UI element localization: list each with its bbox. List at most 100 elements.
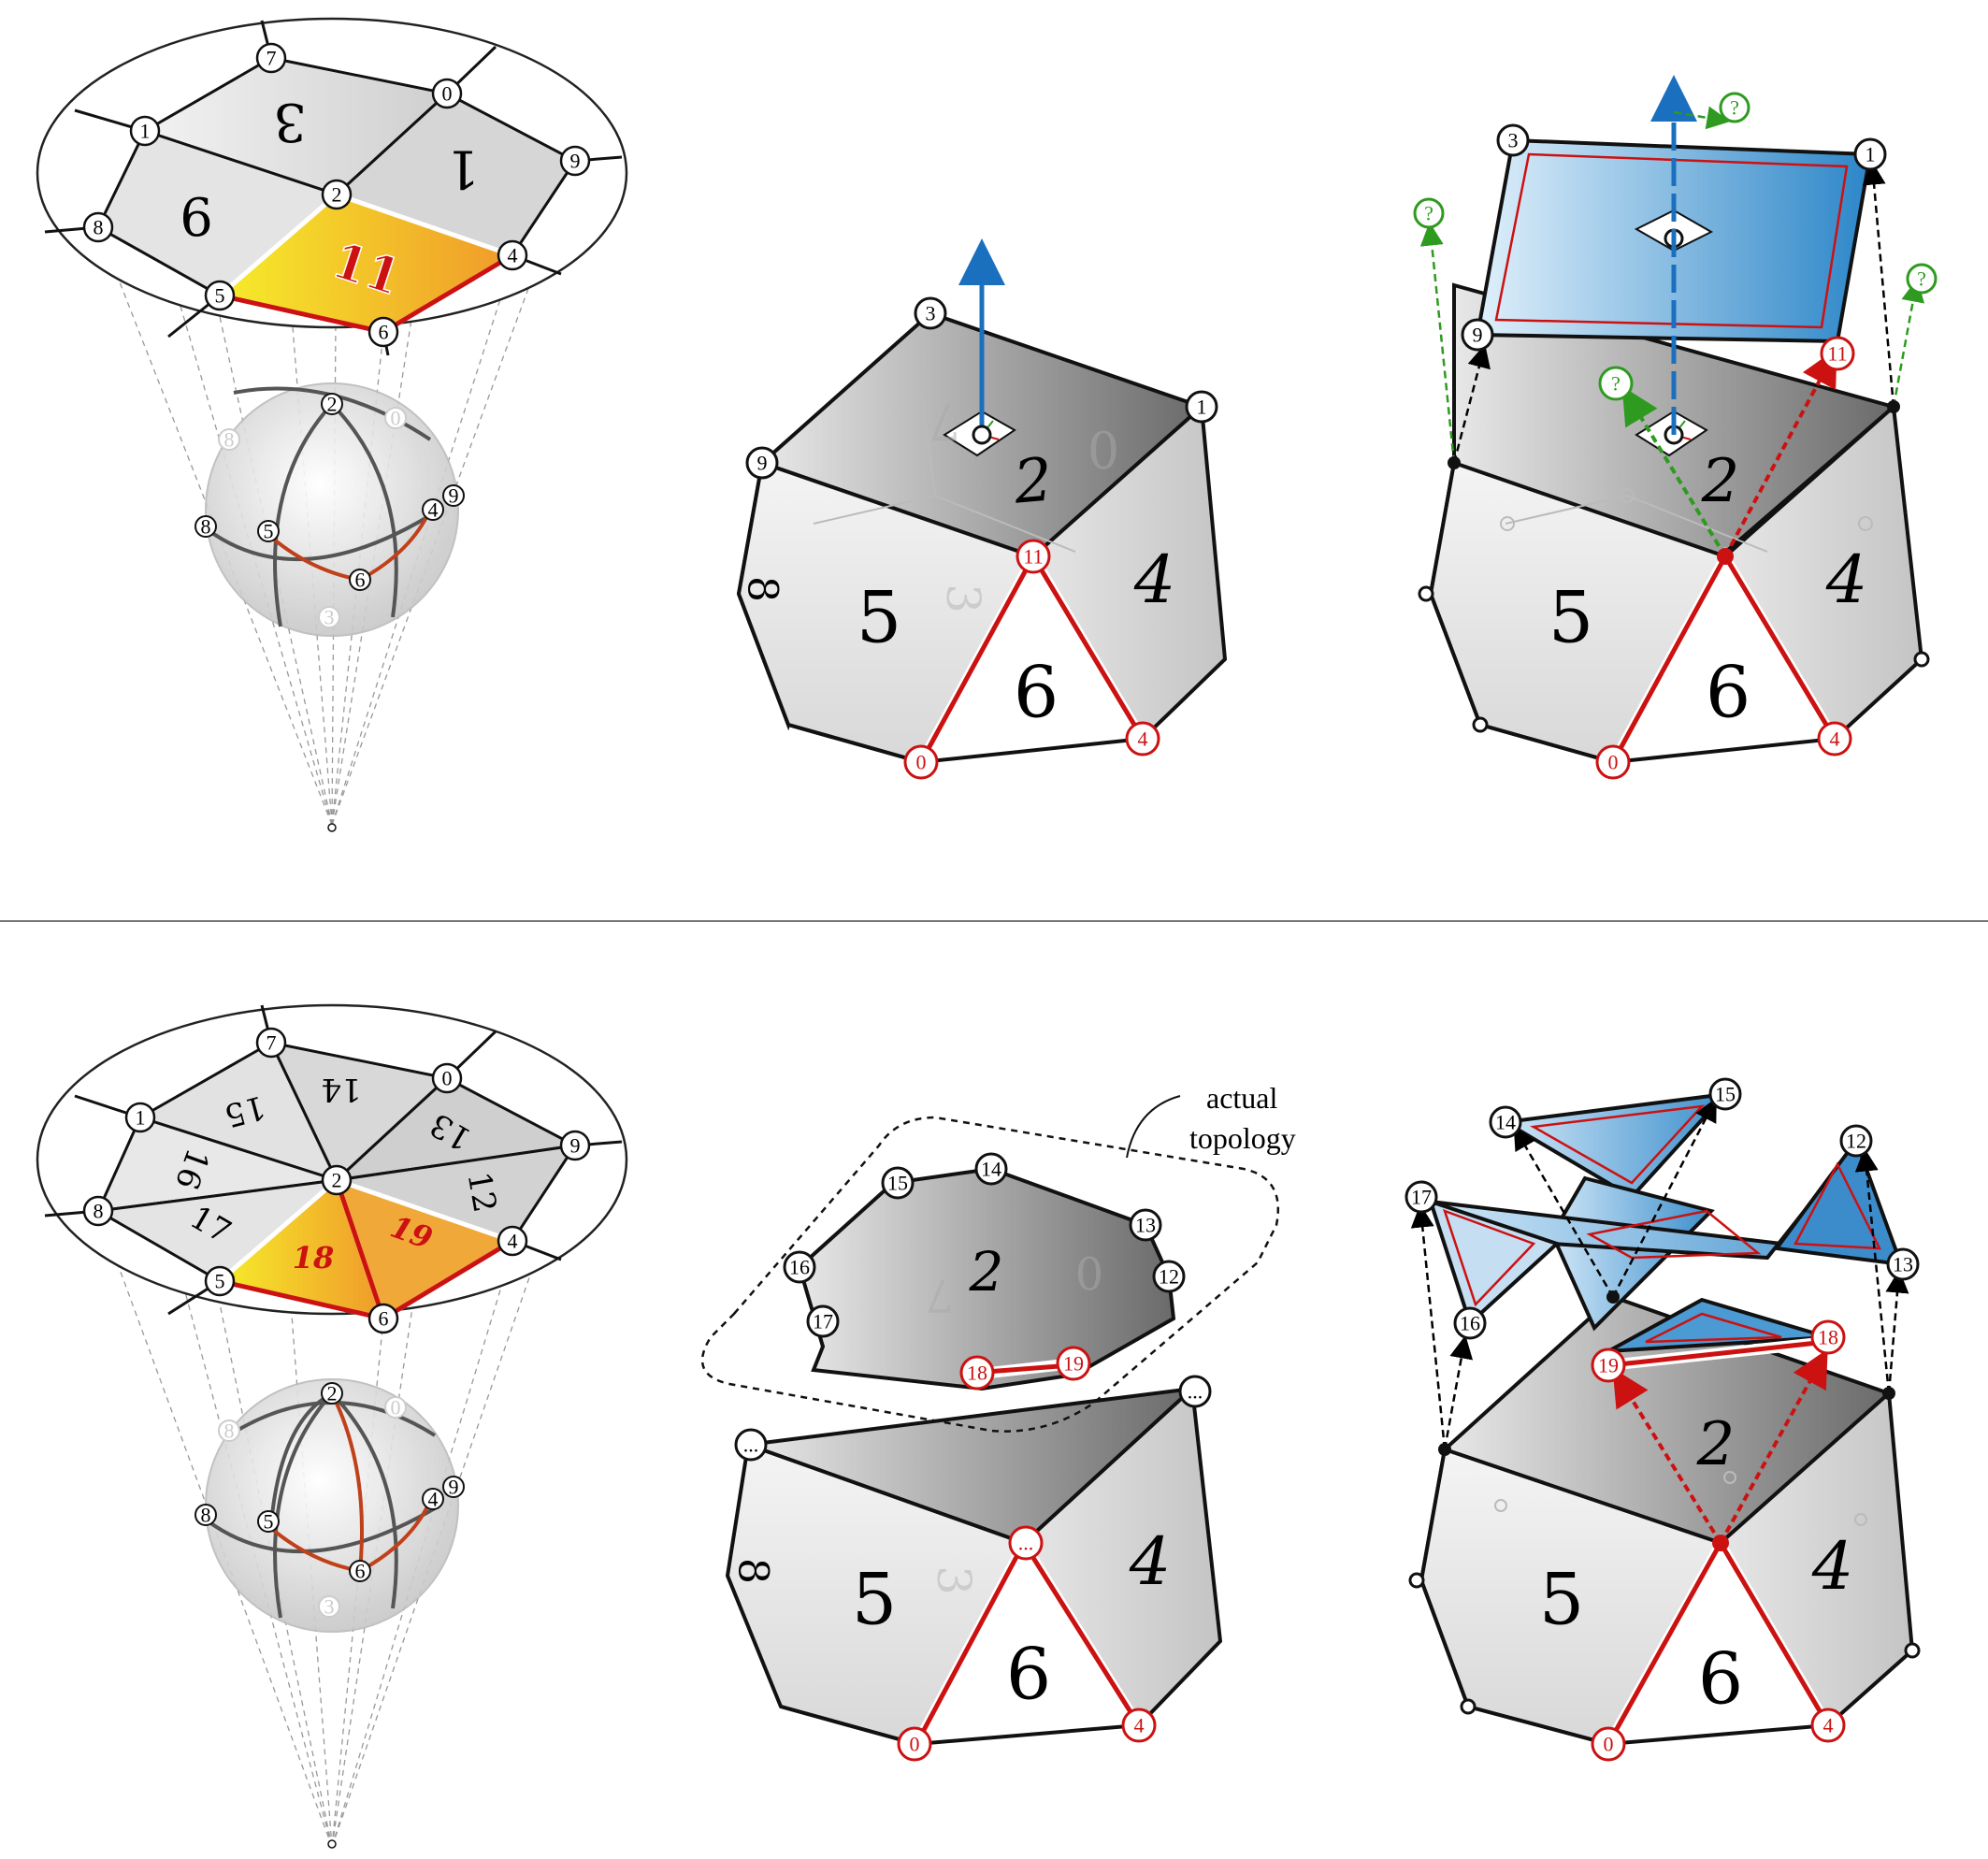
- right-face-label-4: 4: [1825, 541, 1868, 618]
- svg-text:5: 5: [215, 284, 225, 308]
- bottom-right-panel: 2 5 6 4: [1405, 1077, 1921, 1762]
- svg-text:3: 3: [324, 1595, 335, 1619]
- top-cube-panel: 2 7 0 5 6 4 3 8 3 1 9 11 0 4: [736, 238, 1228, 780]
- svg-text:0: 0: [442, 1067, 453, 1090]
- ellipse-vertex-7: 7: [255, 42, 287, 74]
- sphere-vertex-4: 4: [422, 498, 444, 522]
- svg-text:0: 0: [442, 82, 453, 106]
- sphere2-vertex-9: 9: [442, 1476, 465, 1499]
- projection-apex: [327, 823, 337, 832]
- svg-text:?: ?: [1611, 372, 1621, 396]
- svg-text:2: 2: [332, 1169, 342, 1192]
- svg-text:1: 1: [1866, 143, 1876, 166]
- cube2-vertex-18: 18: [959, 1355, 995, 1391]
- ellipse2-vertex-2: 2: [321, 1164, 353, 1196]
- sphere2-vertex-6: 6: [349, 1560, 371, 1583]
- svg-text:17: 17: [1411, 1186, 1432, 1209]
- strip-tri-14-15: [1499, 1091, 1731, 1200]
- sphere-vertex-9: 9: [442, 484, 465, 508]
- svg-text:2: 2: [332, 183, 342, 207]
- right-vertex-0: 0: [1595, 744, 1631, 780]
- br-vertex-19: 19: [1591, 1347, 1626, 1383]
- svg-text:6: 6: [379, 321, 389, 344]
- svg-text:?: ?: [1730, 96, 1739, 120]
- svg-text:11: 11: [1023, 545, 1043, 569]
- cube2-vertex-12: 12: [1152, 1260, 1186, 1293]
- svg-text:6: 6: [379, 1307, 389, 1331]
- ellipse-label-9: 9: [180, 185, 213, 246]
- svg-text:4: 4: [1134, 1714, 1145, 1737]
- ellipse2-vertex-1: 1: [124, 1102, 156, 1133]
- right-vertex-1: 1: [1853, 137, 1887, 171]
- svg-text:7: 7: [267, 1031, 277, 1055]
- ellipse-vertex-6: 6: [367, 316, 399, 348]
- svg-text:5: 5: [215, 1270, 225, 1293]
- cube2-face-ghost-7: 7: [926, 1269, 955, 1321]
- sphere2-vertex-8: 8: [194, 1504, 217, 1527]
- ellipse2-vertex-4: 4: [497, 1225, 528, 1257]
- cube2-vertex-16: 16: [783, 1250, 816, 1284]
- cube2-face-label-8: 8: [729, 1558, 777, 1584]
- ellipse2-vertex-8: 8: [82, 1195, 114, 1227]
- ellipse2-vertex-5: 5: [204, 1265, 236, 1297]
- svg-text:6: 6: [355, 569, 366, 592]
- svg-text:?: ?: [1424, 202, 1433, 225]
- svg-text:8: 8: [94, 216, 104, 239]
- cube2-vertex-14: 14: [974, 1152, 1008, 1186]
- top-projection-panel: 3 1 9 11 7 0 1 9 8 2 4 5 6 2 0 8 9: [36, 17, 628, 832]
- svg-text:11: 11: [1827, 342, 1847, 366]
- svg-text:4: 4: [1138, 728, 1148, 751]
- svg-text:18: 18: [1818, 1326, 1838, 1349]
- cube-vertex-3: 3: [914, 296, 947, 330]
- cube2-vertex-15: 15: [881, 1166, 915, 1200]
- svg-text:0: 0: [910, 1733, 920, 1756]
- svg-text:1: 1: [136, 1106, 146, 1130]
- svg-text:9: 9: [449, 1476, 459, 1499]
- cube-face-label-2: 2: [1010, 445, 1055, 517]
- svg-text:14: 14: [1495, 1111, 1516, 1134]
- svg-text:6: 6: [355, 1560, 366, 1583]
- cube-vertex-4: 4: [1125, 721, 1160, 757]
- ellipse-vertex-2: 2: [321, 179, 353, 210]
- cube-vertex-11: 11: [1016, 539, 1051, 574]
- cube-vertex-0: 0: [903, 744, 939, 780]
- floating-face-loop: [1494, 152, 1849, 329]
- cube2-vertex-dots-center: ...: [1008, 1525, 1044, 1561]
- cube-face-ghost-3: 3: [936, 584, 990, 613]
- ellipse-vertex-0: 0: [431, 78, 463, 109]
- right-vertex-4: 4: [1817, 721, 1852, 757]
- svg-text:0: 0: [1608, 751, 1619, 774]
- ellipse-vertices: 7 0 1 9 8 2 4 5 6: [82, 42, 591, 348]
- sphere-2: [205, 1378, 459, 1633]
- cube2-face-label-6: 6: [1006, 1633, 1051, 1716]
- svg-text:1: 1: [1197, 396, 1207, 419]
- ellipse2-vertex-7: 7: [255, 1027, 287, 1059]
- sphere-vertex-2: 2: [321, 393, 343, 416]
- ellipse-vertex-4: 4: [497, 239, 528, 271]
- cube-face-ghost-7: 7: [929, 392, 960, 451]
- svg-text:4: 4: [508, 1230, 518, 1253]
- svg-text:16: 16: [789, 1256, 810, 1279]
- ellipse-label-1: 1: [446, 138, 480, 199]
- br-vertex-17: 17: [1405, 1180, 1438, 1214]
- question-marker-top: ?: [1719, 92, 1750, 123]
- cube-face-label-5: 5: [857, 576, 901, 659]
- top-right-panel: 2 5 6 4 3 1 9 11 0 4 ? ? ? ?: [1413, 75, 1938, 780]
- br-vertex-4: 4: [1810, 1708, 1846, 1743]
- svg-text:4: 4: [428, 498, 439, 522]
- cube2-face-ghost-3: 3: [927, 1565, 981, 1595]
- right-vertex-11: 11: [1820, 336, 1855, 371]
- svg-text:15: 15: [887, 1172, 908, 1195]
- svg-text:0: 0: [391, 407, 401, 430]
- cube-face-label-8: 8: [739, 576, 786, 602]
- sphere-vertex-8: 8: [194, 515, 217, 539]
- svg-text:9: 9: [570, 1134, 581, 1158]
- question-marker-left: ?: [1413, 197, 1445, 229]
- ellipse2-vertex-6: 6: [367, 1303, 399, 1334]
- sphere2-vertex-4: 4: [422, 1488, 444, 1511]
- cube2-face-label-2: 2: [969, 1240, 1004, 1304]
- svg-text:13: 13: [1135, 1214, 1156, 1237]
- svg-text:15: 15: [1715, 1083, 1736, 1106]
- svg-text:9: 9: [1473, 324, 1483, 347]
